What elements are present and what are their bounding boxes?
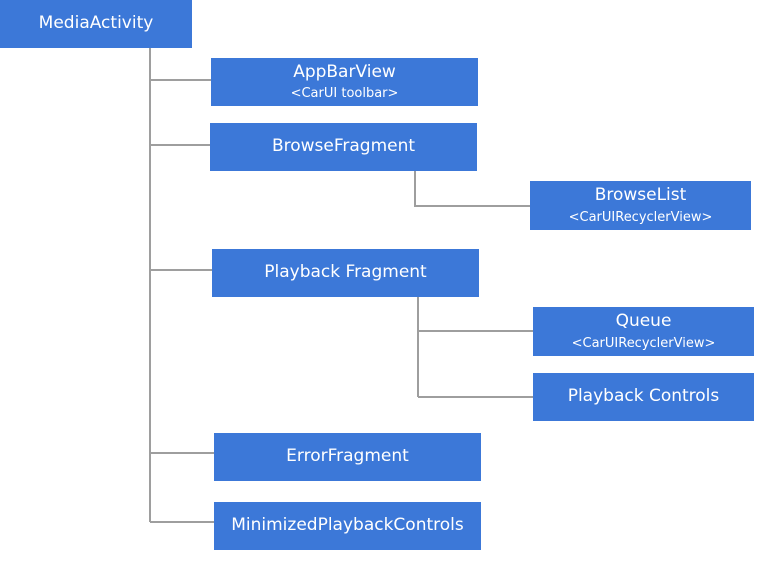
node-error-fragment-label: ErrorFragment [286, 446, 409, 467]
node-app-bar-view: AppBarView <CarUI toolbar> [211, 58, 478, 106]
node-queue-label: Queue [615, 311, 672, 332]
node-browse-fragment-label: BrowseFragment [271, 136, 416, 157]
connector-browse-fragment-browse-list [414, 171, 530, 207]
node-app-bar-view-label: AppBarView [293, 61, 396, 82]
node-browse-list-sublabel: <CarUIRecyclerView> [568, 209, 713, 225]
node-playback-controls: Playback Controls [533, 373, 754, 421]
node-playback-fragment: Playback Fragment [212, 249, 479, 297]
node-browse-list: BrowseList <CarUIRecyclerView> [530, 181, 751, 230]
node-app-bar-view-sublabel: <CarUI toolbar> [290, 86, 399, 101]
node-media-activity-label: MediaActivity [38, 13, 154, 34]
node-media-activity: MediaActivity [0, 0, 192, 48]
node-error-fragment: ErrorFragment [214, 433, 481, 481]
node-playback-fragment-label: Playback Fragment [264, 262, 427, 283]
node-queue: Queue <CarUIRecyclerView> [533, 307, 754, 356]
node-playback-controls-label: Playback Controls [567, 386, 720, 407]
node-minimized-playback-controls-label: MinimizedPlaybackControls [231, 515, 464, 536]
node-minimized-playback-controls: MinimizedPlaybackControls [214, 502, 481, 550]
node-queue-sublabel: <CarUIRecyclerView> [571, 335, 716, 351]
node-browse-list-label: BrowseList [594, 185, 687, 206]
node-browse-fragment: BrowseFragment [210, 123, 477, 171]
